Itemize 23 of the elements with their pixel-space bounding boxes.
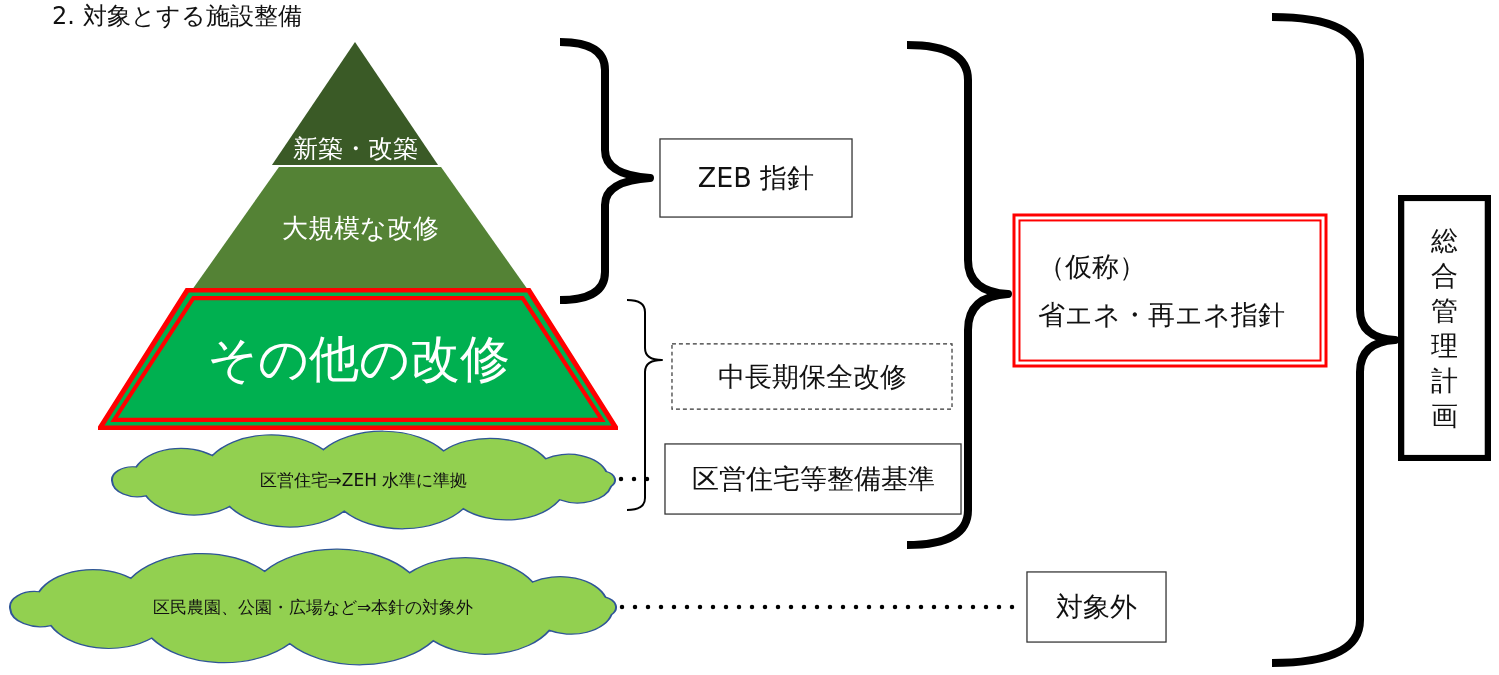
text-box [663, 442, 963, 516]
node-label: 省エネ・再エネ指針 [1038, 297, 1285, 332]
node-label: 対象外 [1056, 590, 1137, 624]
text-box [1012, 213, 1328, 368]
node-label: 区営住宅⇒ZEH 水準に準拠 [259, 468, 468, 492]
text-box [1025, 570, 1168, 644]
node-label: 中長期保全改修 [717, 359, 907, 394]
pyramid-top [270, 40, 440, 167]
text-box [1398, 195, 1491, 461]
node-label: 大規模な改修 [281, 212, 439, 245]
node-heading: （仮称） [1038, 249, 1146, 284]
text-box [658, 137, 854, 219]
text-box [670, 342, 954, 411]
node-label: ZEB 指針 [697, 161, 815, 195]
node-label: 区営住宅等整備基準 [691, 462, 935, 496]
node-label: 新築・改築 [292, 133, 418, 165]
node-label: 区民農園、公園・広場など⇒本針の対象外 [152, 595, 474, 619]
pyramid-base [98, 288, 618, 430]
cloud-shape [110, 430, 617, 530]
node-label: 総合管理計画 [1430, 223, 1459, 434]
node-label: その他の改修 [206, 328, 510, 390]
diagram-title: 2. 対象とする施設整備 [52, 1, 302, 32]
cloud-shape [8, 548, 618, 666]
